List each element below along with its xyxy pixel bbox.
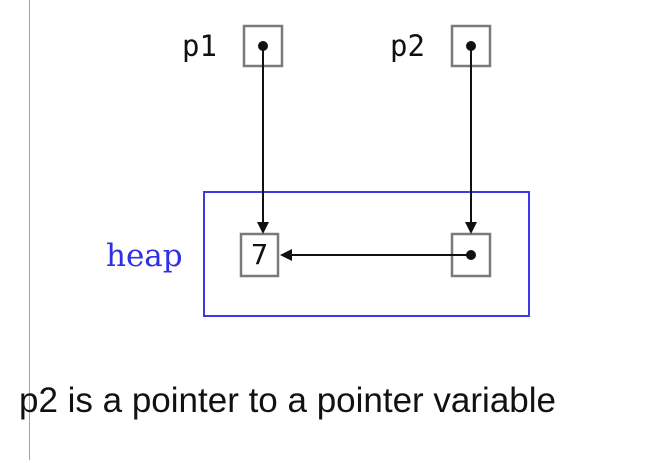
heap-cell-value: 7 <box>251 238 269 271</box>
heap-region-box <box>203 191 530 317</box>
diagram-caption: p2 is a pointer to a pointer variable <box>19 381 556 420</box>
var-label-p2: p2 <box>390 29 425 63</box>
page-margin-line <box>29 0 30 460</box>
heap-label: heap <box>106 238 183 274</box>
heap-cell-int: 7 <box>239 232 280 278</box>
var-label-p1: p1 <box>182 29 217 63</box>
